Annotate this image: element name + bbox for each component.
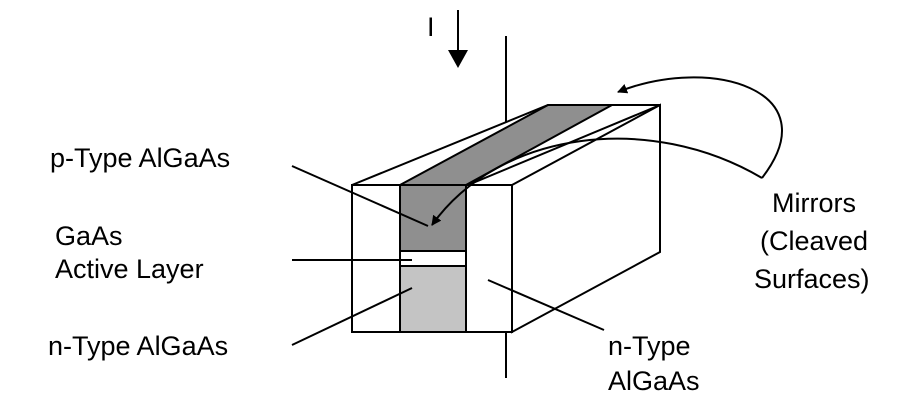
p-type-label: p-Type AlGaAs — [50, 143, 230, 173]
active-layer — [399, 250, 467, 267]
mirrors-label-line2: (Cleaved — [760, 226, 868, 256]
mirrors-label-line1: Mirrors — [772, 188, 856, 218]
active-layer-label-line2: Active Layer — [55, 254, 204, 284]
active-layer-label-line1: GaAs — [55, 221, 123, 251]
current-label: I — [427, 12, 435, 42]
p-type-leader-line — [291, 165, 429, 227]
mirror-arrow-bottom — [431, 137, 763, 226]
n-type-left-label: n-Type AlGaAs — [48, 331, 228, 361]
n-type-left-leader-line — [291, 287, 413, 346]
n-type-right-leader-line — [487, 279, 605, 331]
n-type-right-label-line2: AlGaAs — [608, 366, 700, 396]
mirror-arrow-top — [617, 76, 783, 179]
current-arrow — [448, 10, 468, 68]
n-type-region — [399, 265, 467, 333]
mirrors-label-line3: Surfaces) — [754, 264, 870, 294]
n-type-right-label-line1: n-Type — [608, 331, 691, 361]
